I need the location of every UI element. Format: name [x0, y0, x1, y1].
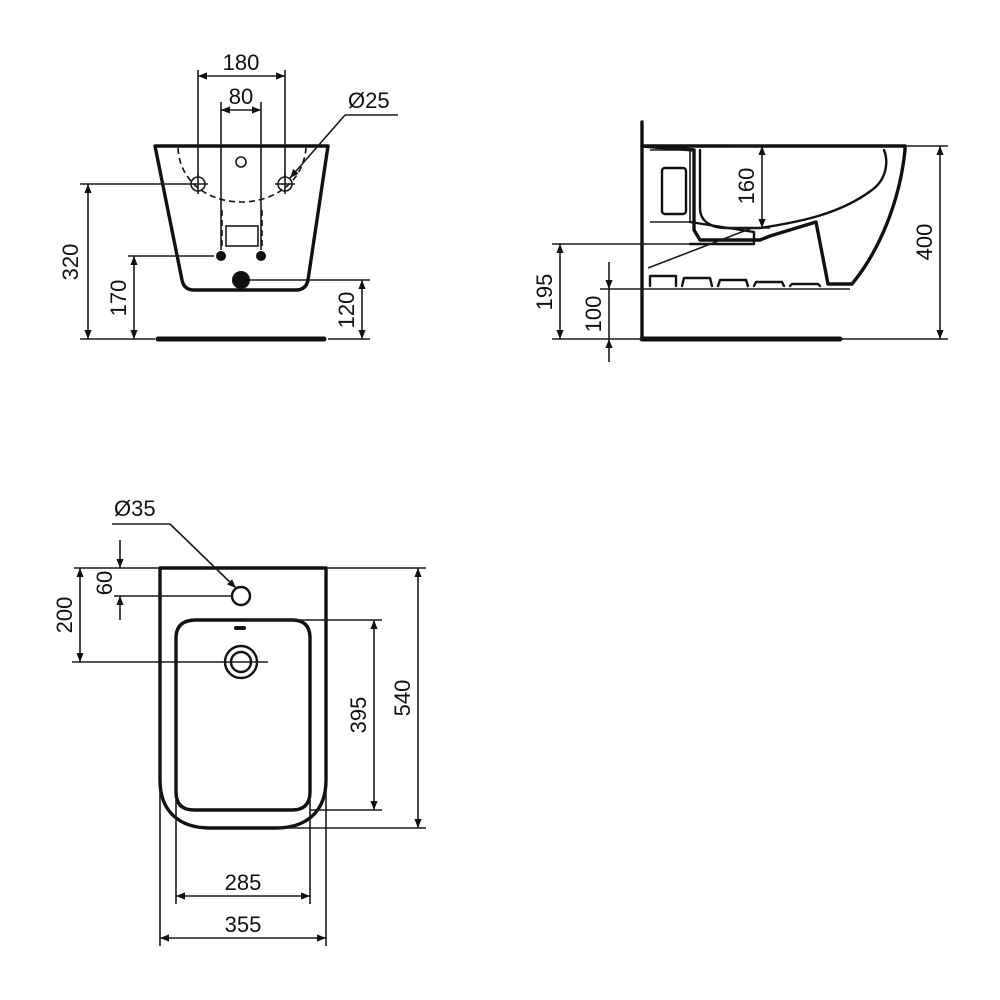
dim-front-170: 170	[106, 280, 131, 317]
front-view-body-outline	[153, 144, 330, 292]
front-view-overflow-hole	[235, 156, 247, 168]
top-view-overflow-slot	[234, 626, 246, 630]
dim-front-320: 320	[58, 244, 83, 281]
side-view-body-outline	[640, 144, 907, 286]
dim-top-d35: Ø35	[114, 496, 156, 521]
dim-side-100: 100	[581, 296, 606, 333]
top-view: Ø35 60 200 395 540 285 355	[52, 496, 426, 946]
dim-front-120: 120	[334, 292, 359, 329]
side-view-back-block	[660, 166, 688, 216]
top-view-inner-bowl	[174, 618, 312, 812]
dim-front-d25: Ø25	[348, 88, 390, 113]
dim-side-195: 195	[532, 274, 557, 311]
side-view: 160 400 195 100	[532, 120, 948, 362]
front-view: 180 80 Ø25 320 170 120	[58, 50, 398, 342]
front-view-supply-right	[256, 251, 266, 261]
dim-top-200: 200	[52, 597, 77, 634]
side-view-inner-bowl	[698, 148, 888, 230]
dim-top-355: 355	[225, 912, 262, 937]
top-view-body-outline	[158, 566, 328, 830]
top-view-tap-hole	[230, 585, 252, 607]
front-view-supply-left	[216, 251, 226, 261]
dim-top-60: 60	[92, 571, 117, 595]
dim-front-80: 80	[229, 84, 253, 109]
dim-side-160: 160	[734, 168, 759, 205]
dim-top-540: 540	[390, 680, 415, 717]
dim-side-400: 400	[912, 224, 937, 261]
dim-top-285: 285	[225, 870, 262, 895]
dim-front-180: 180	[223, 50, 260, 75]
front-view-waste-outlet	[232, 271, 250, 289]
dim-top-395: 395	[346, 697, 371, 734]
front-view-trap	[225, 225, 259, 247]
side-view-spigot	[688, 220, 756, 246]
side-view-base-rails	[648, 274, 822, 288]
